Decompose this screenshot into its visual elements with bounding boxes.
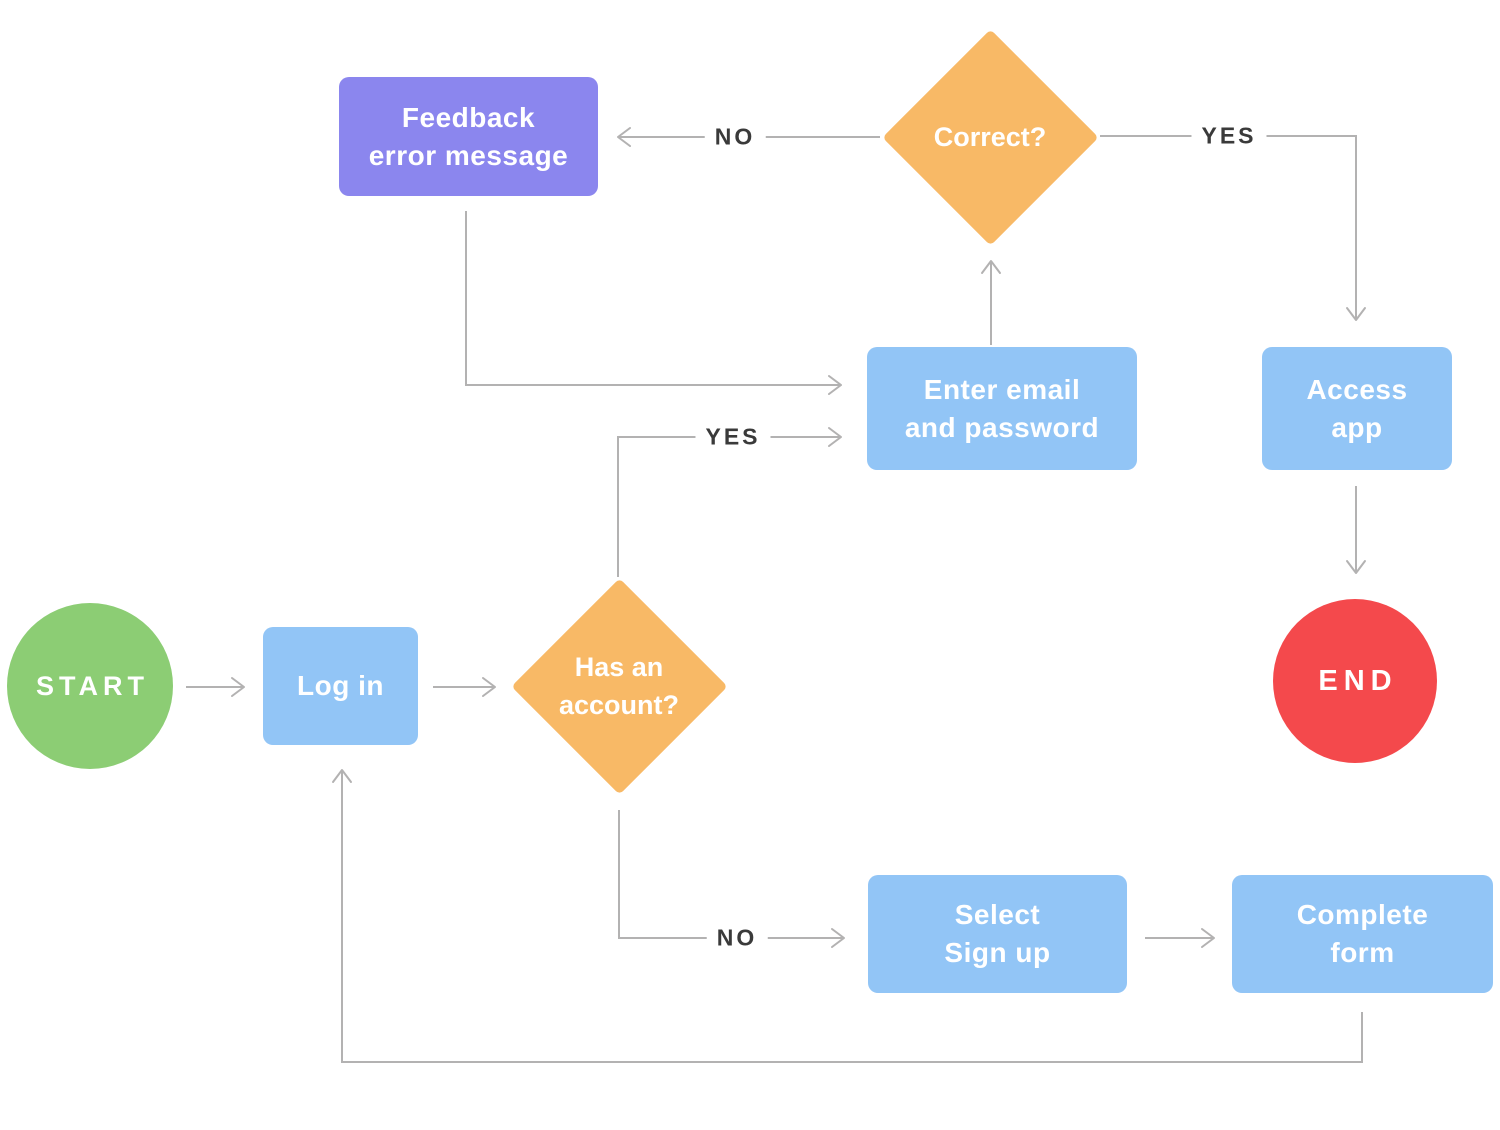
node-enter-credentials: Enter email and password <box>867 347 1137 470</box>
connector-feedback-to-enter <box>465 211 842 395</box>
node-access-app: Access app <box>1262 347 1452 470</box>
node-correct-label: Correct? <box>933 122 1047 152</box>
connector-correct-yes-to-access <box>1100 135 1366 321</box>
connector-has-account-yes-to-enter <box>617 427 842 577</box>
connector-complete-to-login <box>332 769 1363 1063</box>
edge-label-has-account-yes: YES <box>695 421 771 453</box>
node-end-label: END <box>1318 664 1398 697</box>
node-feedback-error: Feedback error message <box>339 77 598 196</box>
node-complete-form: Complete form <box>1232 875 1493 993</box>
node-select-signup: Select Sign up <box>868 875 1127 993</box>
node-start-label: START <box>36 670 149 701</box>
connector-has-account-no-to-select <box>618 810 845 948</box>
edge-label-has-account-no: NO <box>706 922 768 954</box>
node-end: END <box>1273 599 1437 763</box>
node-login: Log in <box>263 627 418 745</box>
edge-label-correct-no: NO <box>704 121 766 153</box>
node-start: START <box>7 603 173 769</box>
node-correct: Correct? <box>881 28 1099 246</box>
edge-label-correct-yes: YES <box>1191 120 1267 152</box>
node-has-account-label: Has an account? <box>558 652 679 720</box>
node-login-label: Log in <box>297 670 384 701</box>
node-has-account: Has an account? <box>510 577 728 795</box>
